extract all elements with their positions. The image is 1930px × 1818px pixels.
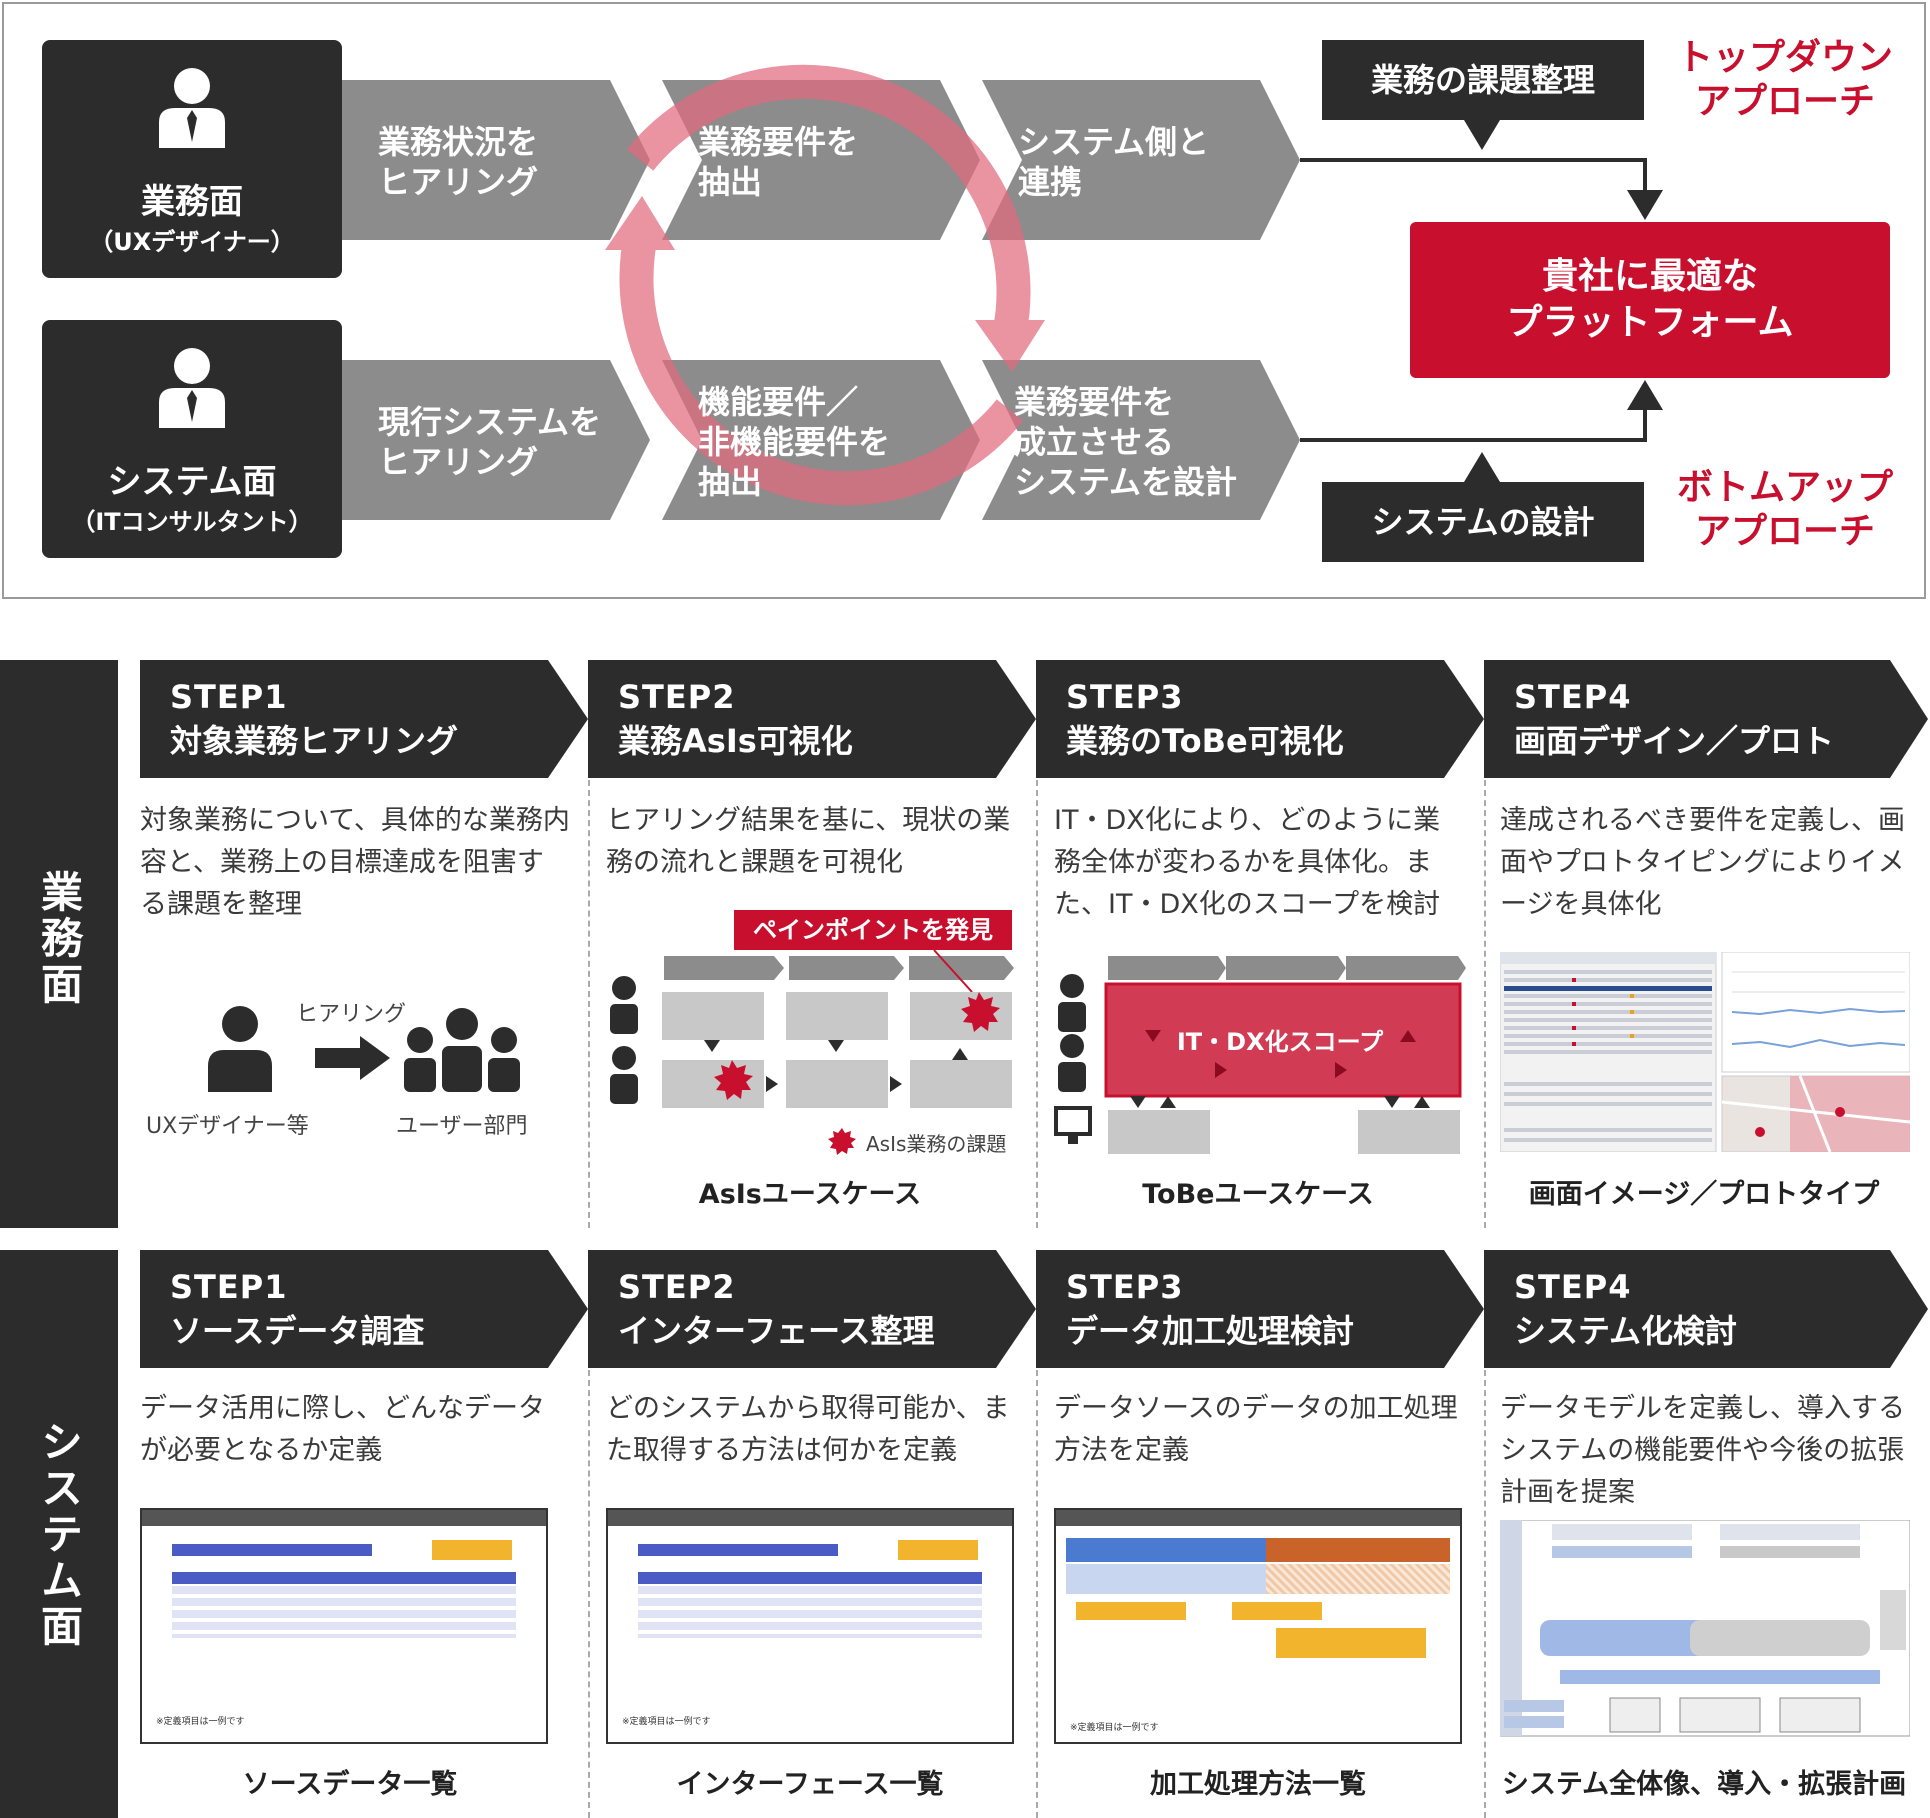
system-architecture-thumbnail	[1500, 1520, 1910, 1737]
business-flow-2: 業務要件を 抽出	[698, 123, 859, 201]
system-flow-3: 業務要件を 成立させる システムを設計	[1014, 383, 1238, 501]
person-icon	[159, 348, 225, 428]
bottomup-label: ボトムアップ アプローチ	[1676, 467, 1893, 552]
prototype-caption: 画面イメージ／プロトタイプ	[1528, 1179, 1880, 1210]
asis-usecase-diagram	[610, 910, 1014, 1155]
pain-burst	[714, 992, 1000, 1155]
business-step-headers	[140, 660, 1928, 778]
person-icon	[208, 1006, 272, 1092]
hearing-arrow-label: ヒアリング	[296, 1002, 407, 1027]
system-chevron-3	[982, 360, 1300, 520]
system-flow-1: 現行システムを ヒアリング	[378, 403, 602, 481]
source-data-sheet-thumbnail: ※定義項目は一例です	[140, 1508, 548, 1744]
system-design-tag: システムの設計	[1322, 482, 1644, 562]
system-step-3-desc: データソースのデータの加工処理方法を定義	[1054, 1393, 1458, 1466]
user-department-label: ユーザー部門	[396, 1114, 528, 1139]
hearing-illustration	[208, 1006, 520, 1092]
system-step-4-desc: データモデルを定義し、導入するシステムの機能要件や今後の拡張計画を提案	[1500, 1393, 1905, 1508]
topdown-connector	[1300, 158, 1647, 205]
divider	[1036, 780, 1038, 1228]
divider	[588, 1370, 590, 1818]
business-step-3-desc: IT・DX化により、どのように業務全体が変わるかを具体化。また、IT・DX化のス…	[1054, 805, 1441, 920]
system-role-title: システム面	[107, 462, 277, 502]
group-icon	[404, 1008, 520, 1092]
asis-usecase-caption: AsIsユースケース	[698, 1179, 922, 1210]
processing-sheet-thumbnail: ※定義項目は一例です	[1054, 1508, 1462, 1744]
topdown-label: トップダウン アプローチ	[1676, 37, 1893, 122]
business-chevron-1	[340, 80, 650, 240]
system-step-1-desc: データ活用に際し、どんなデータが必要となるか定義	[140, 1393, 545, 1466]
system-chevron-1	[340, 360, 650, 520]
business-step-4-desc: 達成されるべき要件を定義し、画面やプロトタイピングによりイメージを具体化	[1500, 805, 1905, 920]
cycle-arrows	[605, 64, 1045, 506]
business-role-title: 業務面	[141, 182, 243, 222]
system-step-2-desc: どのシステムから取得可能か、また取得する方法は何かを定義	[606, 1393, 1010, 1466]
interface-sheet-thumbnail: ※定義項目は一例です	[606, 1508, 1014, 1744]
prototype-screens	[1500, 952, 1910, 1152]
tobe-usecase-caption: ToBeユースケース	[1142, 1179, 1374, 1210]
issue-organize-tag: 業務の課題整理	[1322, 40, 1644, 120]
business-flow-3: システム側と 連携	[1018, 123, 1210, 201]
tobe-usecase-diagram	[1054, 956, 1466, 1154]
divider	[588, 780, 590, 1228]
divider	[1484, 1370, 1486, 1818]
business-role-subtitle: （UXデザイナー）	[89, 228, 295, 256]
bottomup-connector	[1300, 395, 1647, 442]
system-step-headers	[140, 1250, 1928, 1368]
divider	[1484, 780, 1486, 1228]
business-section-label: 業務面	[0, 660, 118, 1228]
system-flow-2: 機能要件／ 非機能要件を 抽出	[698, 383, 891, 501]
business-role-box: 業務面 （UXデザイナー）	[42, 40, 342, 278]
painpoint-banner: ペインポイントを発見	[753, 916, 993, 944]
flow-chevrons	[340, 64, 1663, 520]
system-architecture-caption: システム全体像、導入・拡張計画	[1501, 1769, 1907, 1800]
asis-issue-legend: AsIs業務の課題	[866, 1132, 1007, 1156]
ux-designer-label: UXデザイナー等	[146, 1114, 309, 1139]
business-step-2-desc: ヒアリング結果を基に、現状の業務の流れと課題を可視化	[606, 805, 1011, 878]
source-data-list-caption: ソースデータ一覧	[242, 1769, 458, 1800]
tobe-scope-label: IT・DX化スコープ	[1176, 1028, 1384, 1056]
optimal-platform-box: 貴社に最適な プラットフォーム	[1410, 222, 1890, 378]
system-section-label: システム面	[0, 1250, 118, 1818]
processing-list-caption: 加工処理方法一覧	[1150, 1769, 1366, 1800]
business-flow-1: 業務状況を ヒアリング	[378, 123, 539, 201]
divider	[1036, 1370, 1038, 1818]
interface-list-caption: インターフェース一覧	[676, 1769, 944, 1800]
business-chevron-3	[982, 80, 1300, 240]
system-role-subtitle: （ITコンサルタント）	[71, 508, 313, 536]
person-icon	[159, 68, 225, 148]
system-role-box: システム面 （ITコンサルタント）	[42, 320, 342, 558]
business-step-1-desc: 対象業務について、具体的な業務内容と、業務上の目標達成を阻害する課題を整理	[140, 805, 570, 920]
